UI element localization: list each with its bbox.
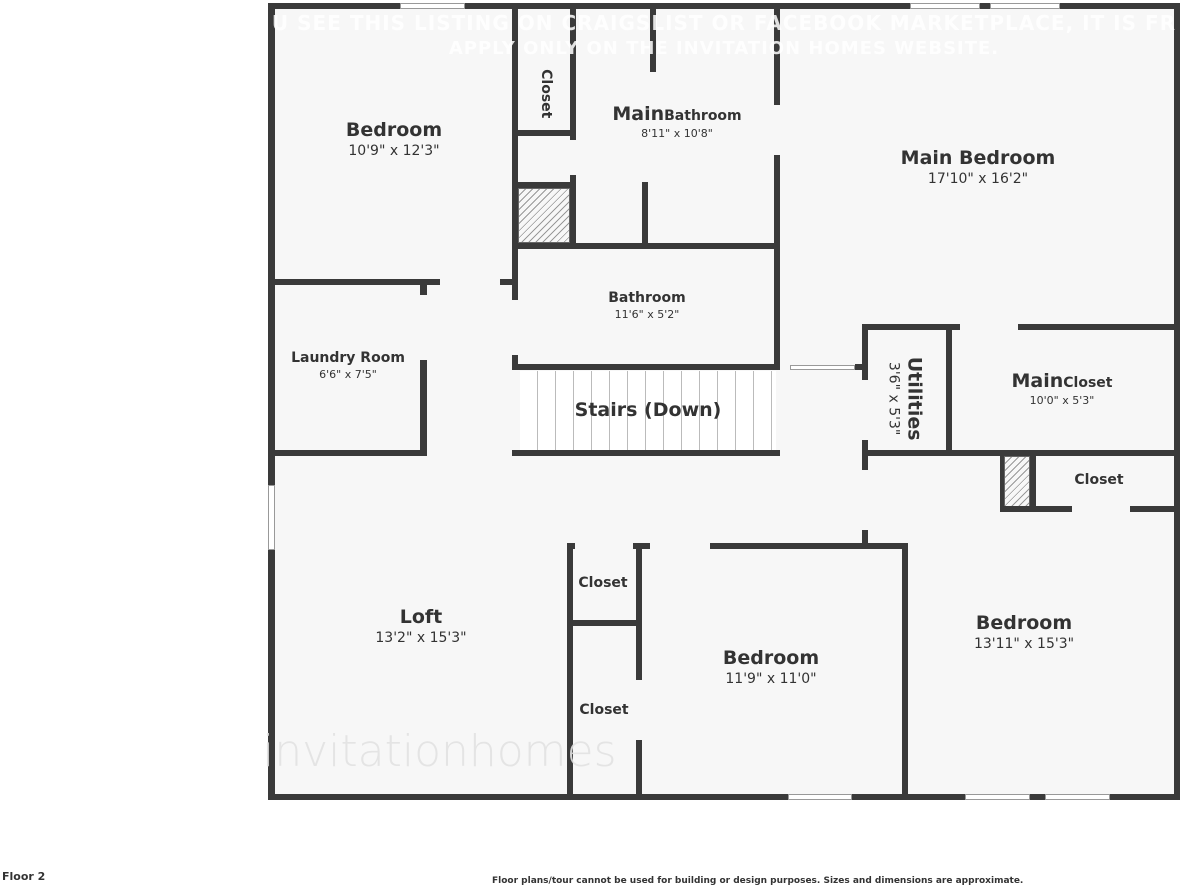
room-main-bathroom: MainBathroom 8'11" x 10'8" <box>612 103 741 141</box>
wall <box>570 3 576 140</box>
wall <box>567 543 575 549</box>
wall <box>946 330 952 456</box>
wall <box>518 130 573 136</box>
room-name: Bedroom <box>345 119 443 141</box>
room-bedroom-se: Bedroom 13'11" x 15'3" <box>974 612 1074 653</box>
room-dim: 13'2" x 15'3" <box>375 629 467 646</box>
room-closet-east: Closet <box>1074 472 1124 488</box>
room-name: Bathroom <box>664 108 742 124</box>
room-laundry: Laundry Room 6'6" x 7'5" <box>291 350 405 381</box>
wall <box>518 243 780 249</box>
window <box>965 794 1030 800</box>
window <box>910 3 980 9</box>
wall <box>862 324 868 380</box>
wall <box>268 279 440 285</box>
wall <box>774 3 780 105</box>
watermark-line-1: U SEE THIS LISTING ON CRAIGSLIST OR FACE… <box>271 11 1177 35</box>
room-name: Loft <box>399 606 443 628</box>
wall <box>420 285 427 295</box>
wall <box>573 620 640 626</box>
room-closet-b: Closet <box>579 702 629 718</box>
room-name: Laundry Room <box>291 350 405 366</box>
wall <box>512 355 518 370</box>
room-name: Bedroom <box>722 647 820 669</box>
window <box>268 485 275 550</box>
room-name: Main <box>1011 370 1064 392</box>
room-dim: 8'11" x 10'8" <box>641 126 713 140</box>
wall <box>1000 506 1072 512</box>
window <box>1045 794 1110 800</box>
room-dim: 6'6" x 7'5" <box>319 367 377 381</box>
room-name: Main Bedroom <box>900 147 1056 169</box>
wall <box>512 364 780 370</box>
room-name: Bathroom <box>608 290 686 306</box>
wall <box>420 360 427 456</box>
room-name: Stairs (Down) <box>574 399 722 421</box>
window <box>790 365 855 370</box>
shaft-hatch <box>1004 456 1030 508</box>
wall <box>862 530 868 549</box>
wall <box>633 543 650 549</box>
wall <box>862 324 960 330</box>
room-dim: 13'11" x 15'3" <box>973 635 1075 652</box>
wall <box>518 182 573 188</box>
wall <box>1130 506 1174 512</box>
wall <box>710 543 908 549</box>
shaft-hatch <box>518 188 570 243</box>
wall <box>774 155 780 370</box>
floor-label: Floor 2 <box>2 870 46 883</box>
room-name: Bedroom <box>975 612 1073 634</box>
window <box>788 794 852 800</box>
wall <box>642 182 648 245</box>
wall <box>902 543 908 800</box>
room-bedroom-s: Bedroom 11'9" x 11'0" <box>723 647 819 688</box>
wall <box>855 364 862 370</box>
window <box>400 3 465 9</box>
room-bedroom-nw: Bedroom 10'9" x 12'3" <box>346 119 442 160</box>
wall <box>268 450 427 456</box>
wall <box>268 794 1180 800</box>
room-stairs: Stairs (Down) <box>575 399 722 423</box>
wall <box>636 740 642 800</box>
room-name: Utilities <box>903 356 926 441</box>
room-closet-a: Closet <box>578 575 628 591</box>
room-closet-top: Closet <box>537 69 554 119</box>
wall <box>512 450 780 456</box>
window <box>990 3 1060 9</box>
wall <box>862 450 1174 456</box>
room-name: Closet <box>1063 375 1113 391</box>
room-loft: Loft 13'2" x 15'3" <box>375 606 466 647</box>
room-dim: 3'6" x 5'3" <box>885 361 902 436</box>
room-name: Main <box>612 103 665 125</box>
room-dim: 10'9" x 12'3" <box>348 142 440 159</box>
wall <box>1000 456 1004 512</box>
watermark-logo: invitationhomes <box>262 726 617 777</box>
room-main-closet: MainCloset 10'0" x 5'3" <box>1012 370 1113 408</box>
room-utilities: Utilities 3'6" x 5'3" <box>884 344 926 454</box>
room-main-bedroom: Main Bedroom 17'10" x 16'2" <box>901 147 1056 188</box>
room-dim: 11'9" x 11'0" <box>725 670 817 687</box>
wall <box>570 175 576 245</box>
room-dim: 11'6" x 5'2" <box>614 307 680 321</box>
wall <box>1174 3 1180 800</box>
room-dim: 10'0" x 5'3" <box>1029 393 1095 407</box>
wall <box>567 543 573 800</box>
stairs-treads <box>520 371 776 450</box>
wall <box>1018 324 1174 330</box>
watermark-line-2: APPLY ONLY ON THE INVITATION HOMES WEBSI… <box>448 38 1000 59</box>
wall <box>512 3 518 285</box>
wall <box>650 9 656 72</box>
wall <box>268 3 275 800</box>
room-dim: 17'10" x 16'2" <box>927 170 1029 187</box>
wall <box>268 3 1180 9</box>
wall <box>636 549 642 680</box>
disclaimer: Floor plans/tour cannot be used for buil… <box>492 876 1024 886</box>
wall <box>1030 456 1036 512</box>
wall <box>512 249 518 300</box>
room-bathroom: Bathroom 11'6" x 5'2" <box>608 290 686 321</box>
wall <box>500 279 518 285</box>
